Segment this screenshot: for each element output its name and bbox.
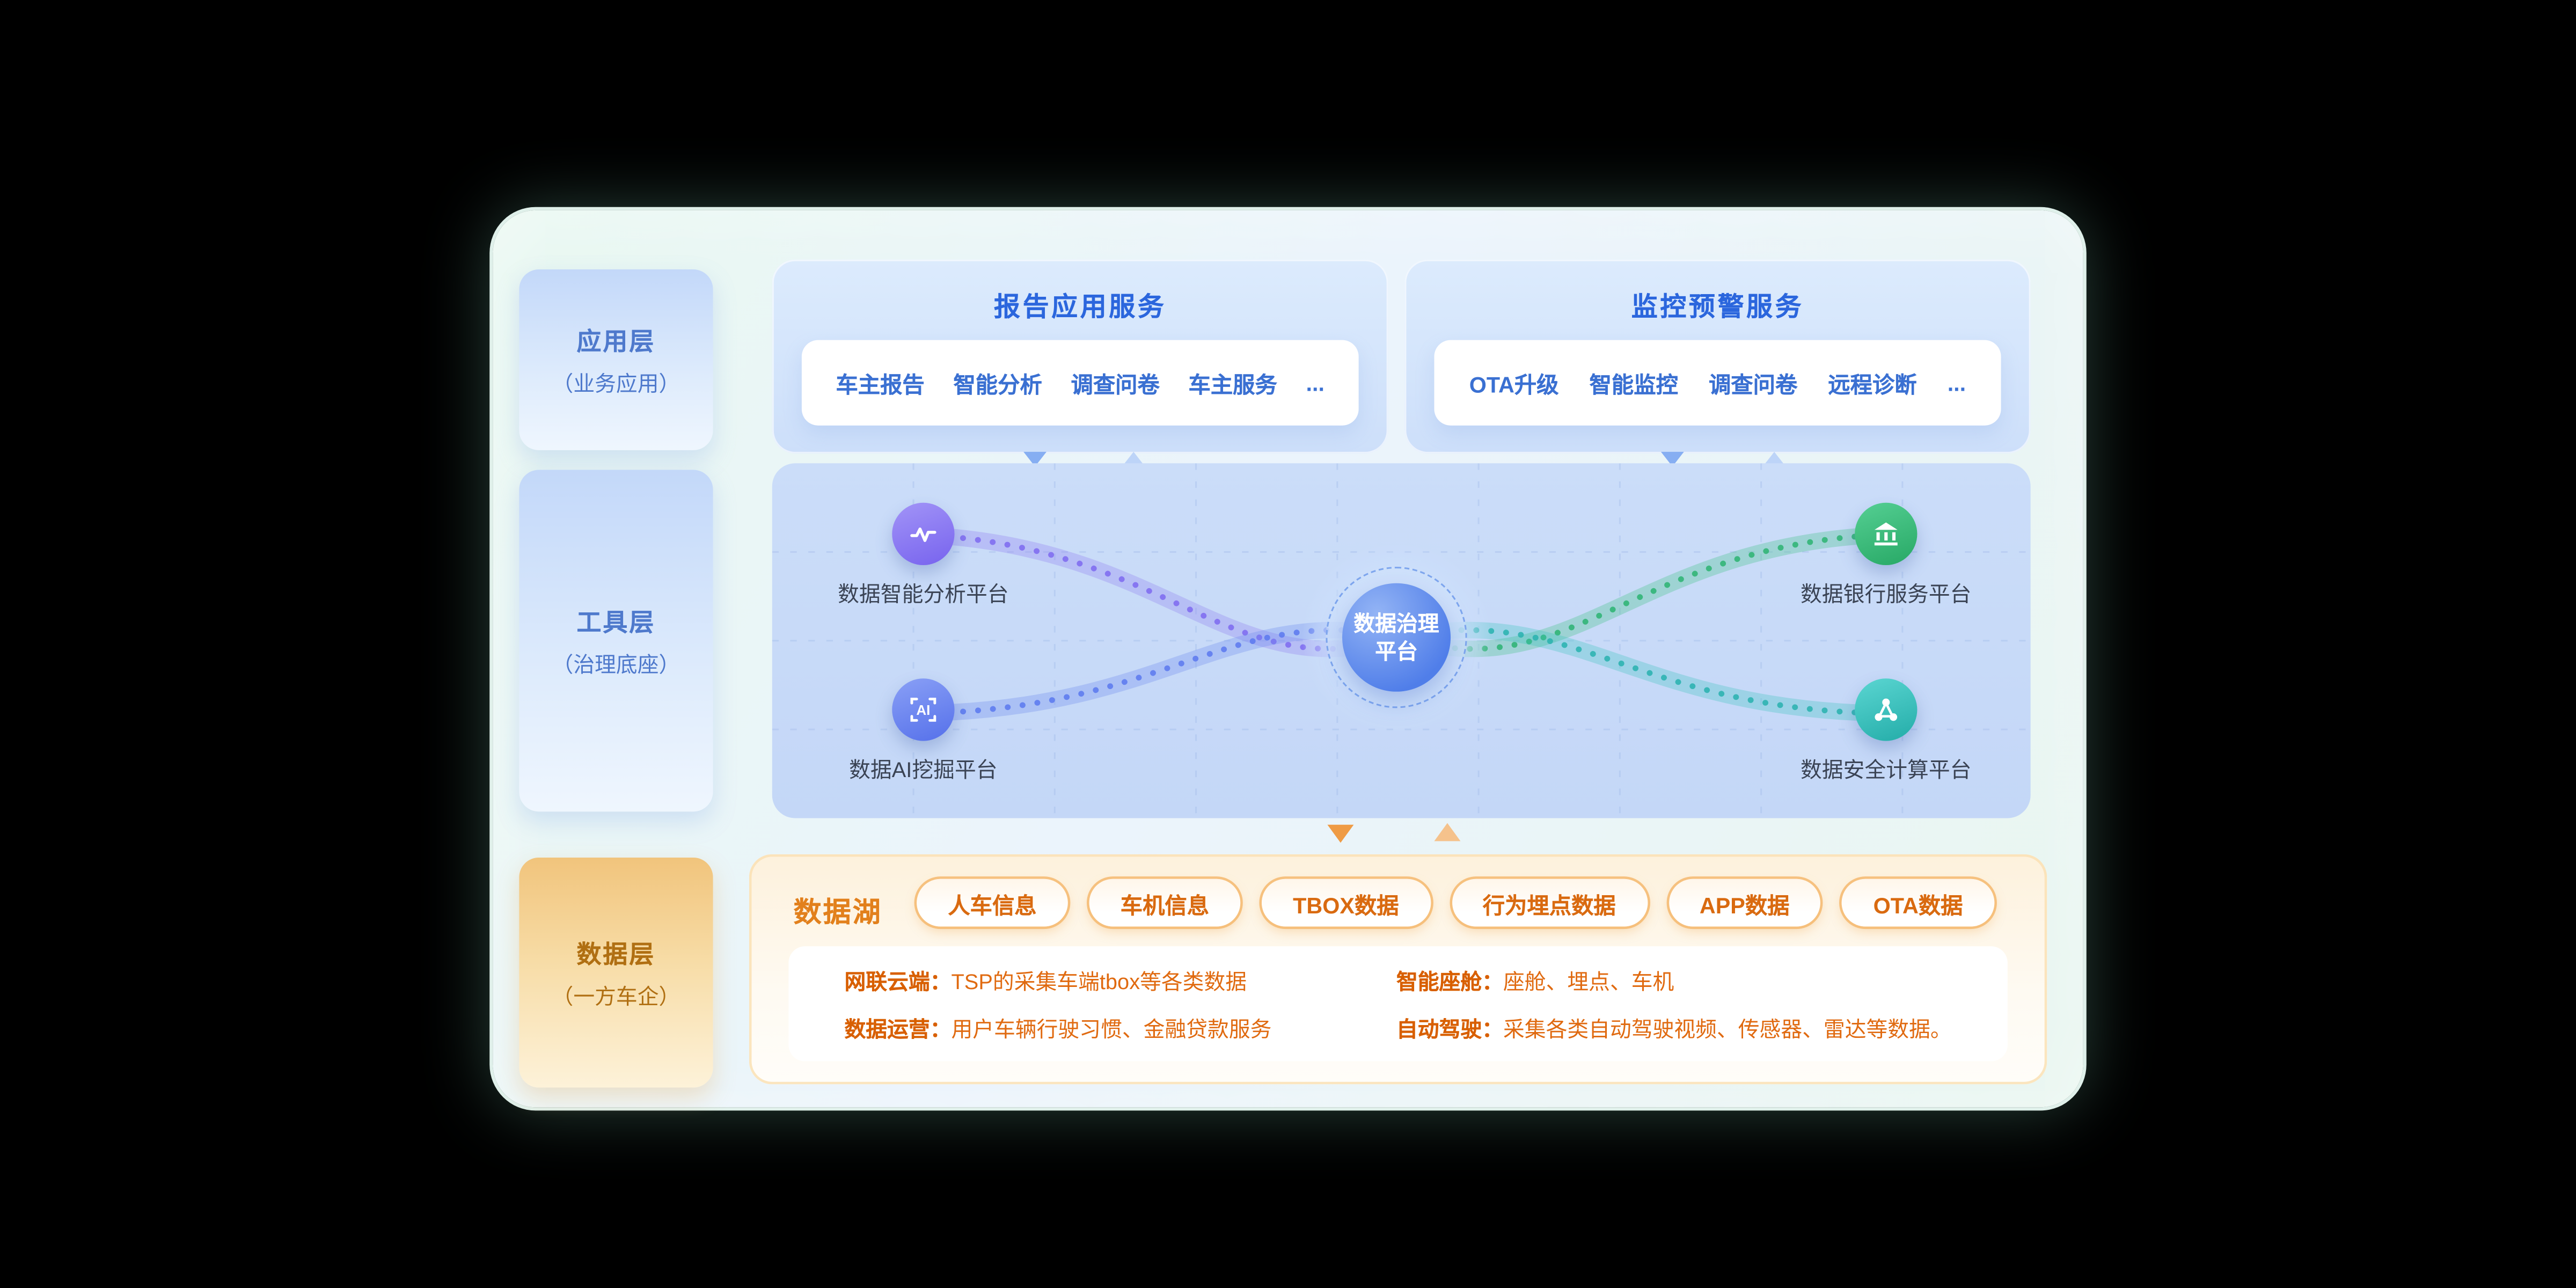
governance-panel: 数据智能分析平台 AI 数据AI挖掘平台 xyxy=(772,463,2031,818)
service-item: 智能分析 xyxy=(953,372,1042,398)
data-tag: 人车信息 xyxy=(917,879,1068,927)
panel-title: 报告应用服务 xyxy=(993,294,1167,322)
info-label: 自动驾驶： xyxy=(1396,1016,1503,1042)
service-item: 车主报告 xyxy=(836,372,925,398)
data-lake-panel: 数据湖 人车信息 车机信息 TBOX数据 行为埋点数据 APP数据 OTA数据 … xyxy=(749,854,2047,1085)
info-label: 网联云端： xyxy=(844,969,952,994)
service-item: OTA升级 xyxy=(1469,372,1559,398)
service-item: 车主服务 xyxy=(1188,372,1277,398)
service-item: 智能监控 xyxy=(1589,372,1678,398)
info-text: 用户车辆行驶习惯、金融贷款服务 xyxy=(951,1016,1272,1042)
service-item: 调查问卷 xyxy=(1708,372,1798,398)
platform-label: 数据银行服务平台 xyxy=(1801,581,1972,606)
service-item-ellipsis: ... xyxy=(1947,370,1966,396)
up-arrow-icon xyxy=(1434,823,1461,841)
data-tag: 行为埋点数据 xyxy=(1451,879,1647,927)
architecture-card: 应用层 （业务应用） 工具层 （治理底座） 数据层 （一方车企） 报告应用服务 … xyxy=(493,210,2083,1108)
share-nodes-icon xyxy=(1855,678,1918,741)
panel-title: 监控预警服务 xyxy=(1631,294,1804,322)
core-label-line1: 数据治理 xyxy=(1353,611,1439,636)
info-entry: 自动驾驶：采集各类自动驾驶视频、传感器、雷达等数据。 xyxy=(1396,1012,1952,1043)
info-entry: 网联云端：TSP的采集车端tbox等各类数据 xyxy=(844,964,1396,996)
service-items-bar: 车主报告 智能分析 调查问卷 车主服务 ... xyxy=(801,340,1359,426)
service-items-bar: OTA升级 智能监控 调查问卷 远程诊断 ... xyxy=(1434,340,2001,426)
monitor-services-panel: 监控预警服务 OTA升级 智能监控 调查问卷 远程诊断 ... xyxy=(1404,259,2031,453)
svg-text:AI: AI xyxy=(916,702,930,718)
governance-core: 数据治理 平台 xyxy=(1342,583,1451,692)
down-arrow-icon xyxy=(1327,824,1354,843)
layer-title: 工具层 xyxy=(576,609,656,637)
info-entry: 智能座舱：座舱、埋点、车机 xyxy=(1396,964,1952,996)
data-lake-info-box: 网联云端：TSP的采集车端tbox等各类数据 智能座舱：座舱、埋点、车机 数据运… xyxy=(788,946,2008,1062)
info-text: TSP的采集车端tbox等各类数据 xyxy=(951,969,1247,994)
grid-and-curves-graphic xyxy=(772,463,2031,818)
platform-node-analysis: 数据智能分析平台 xyxy=(808,502,1038,608)
layer-subtitle: （业务应用） xyxy=(552,370,680,396)
layer-title: 应用层 xyxy=(576,327,656,356)
service-item: 调查问卷 xyxy=(1071,372,1160,398)
bank-icon xyxy=(1855,502,1918,566)
layer-subtitle: （一方车企） xyxy=(552,983,680,1008)
info-entry: 数据运营：用户车辆行驶习惯、金融贷款服务 xyxy=(844,1012,1396,1043)
service-item: 远程诊断 xyxy=(1828,372,1917,398)
data-tag-row: 人车信息 车机信息 TBOX数据 行为埋点数据 APP数据 OTA数据 xyxy=(917,879,1994,927)
info-label: 智能座舱： xyxy=(1396,969,1503,994)
platform-label: 数据智能分析平台 xyxy=(838,581,1009,606)
data-lake-title: 数据湖 xyxy=(793,897,882,928)
ai-frame-icon: AI xyxy=(892,678,955,741)
layer-subtitle: （治理底座） xyxy=(552,651,680,676)
data-tag: OTA数据 xyxy=(1842,879,1994,927)
report-services-panel: 报告应用服务 车主报告 智能分析 调查问卷 车主服务 ... xyxy=(772,259,1388,453)
platform-label: 数据安全计算平台 xyxy=(1801,757,1972,782)
platform-label: 数据AI挖掘平台 xyxy=(849,757,998,782)
data-tag: TBOX数据 xyxy=(1262,879,1430,927)
platform-node-secure-compute: 数据安全计算平台 xyxy=(1771,678,2001,784)
chart-pulse-icon xyxy=(892,502,955,566)
info-text: 采集各类自动驾驶视频、传感器、雷达等数据。 xyxy=(1503,1016,1952,1042)
service-item-ellipsis: ... xyxy=(1306,370,1325,396)
info-text: 座舱、埋点、车机 xyxy=(1503,969,1674,994)
layer-box-tool: 工具层 （治理底座） xyxy=(519,470,713,812)
data-tag: 车机信息 xyxy=(1089,879,1241,927)
layer-title: 数据层 xyxy=(576,940,656,969)
platform-node-data-bank: 数据银行服务平台 xyxy=(1771,502,2001,608)
layer-box-application: 应用层 （业务应用） xyxy=(519,269,713,450)
layer-box-data: 数据层 （一方车企） xyxy=(519,857,713,1088)
core-label-line2: 平台 xyxy=(1375,639,1418,664)
data-tag: APP数据 xyxy=(1668,879,1821,927)
platform-node-ai-mining: AI 数据AI挖掘平台 xyxy=(808,678,1038,784)
info-label: 数据运营： xyxy=(844,1016,952,1042)
